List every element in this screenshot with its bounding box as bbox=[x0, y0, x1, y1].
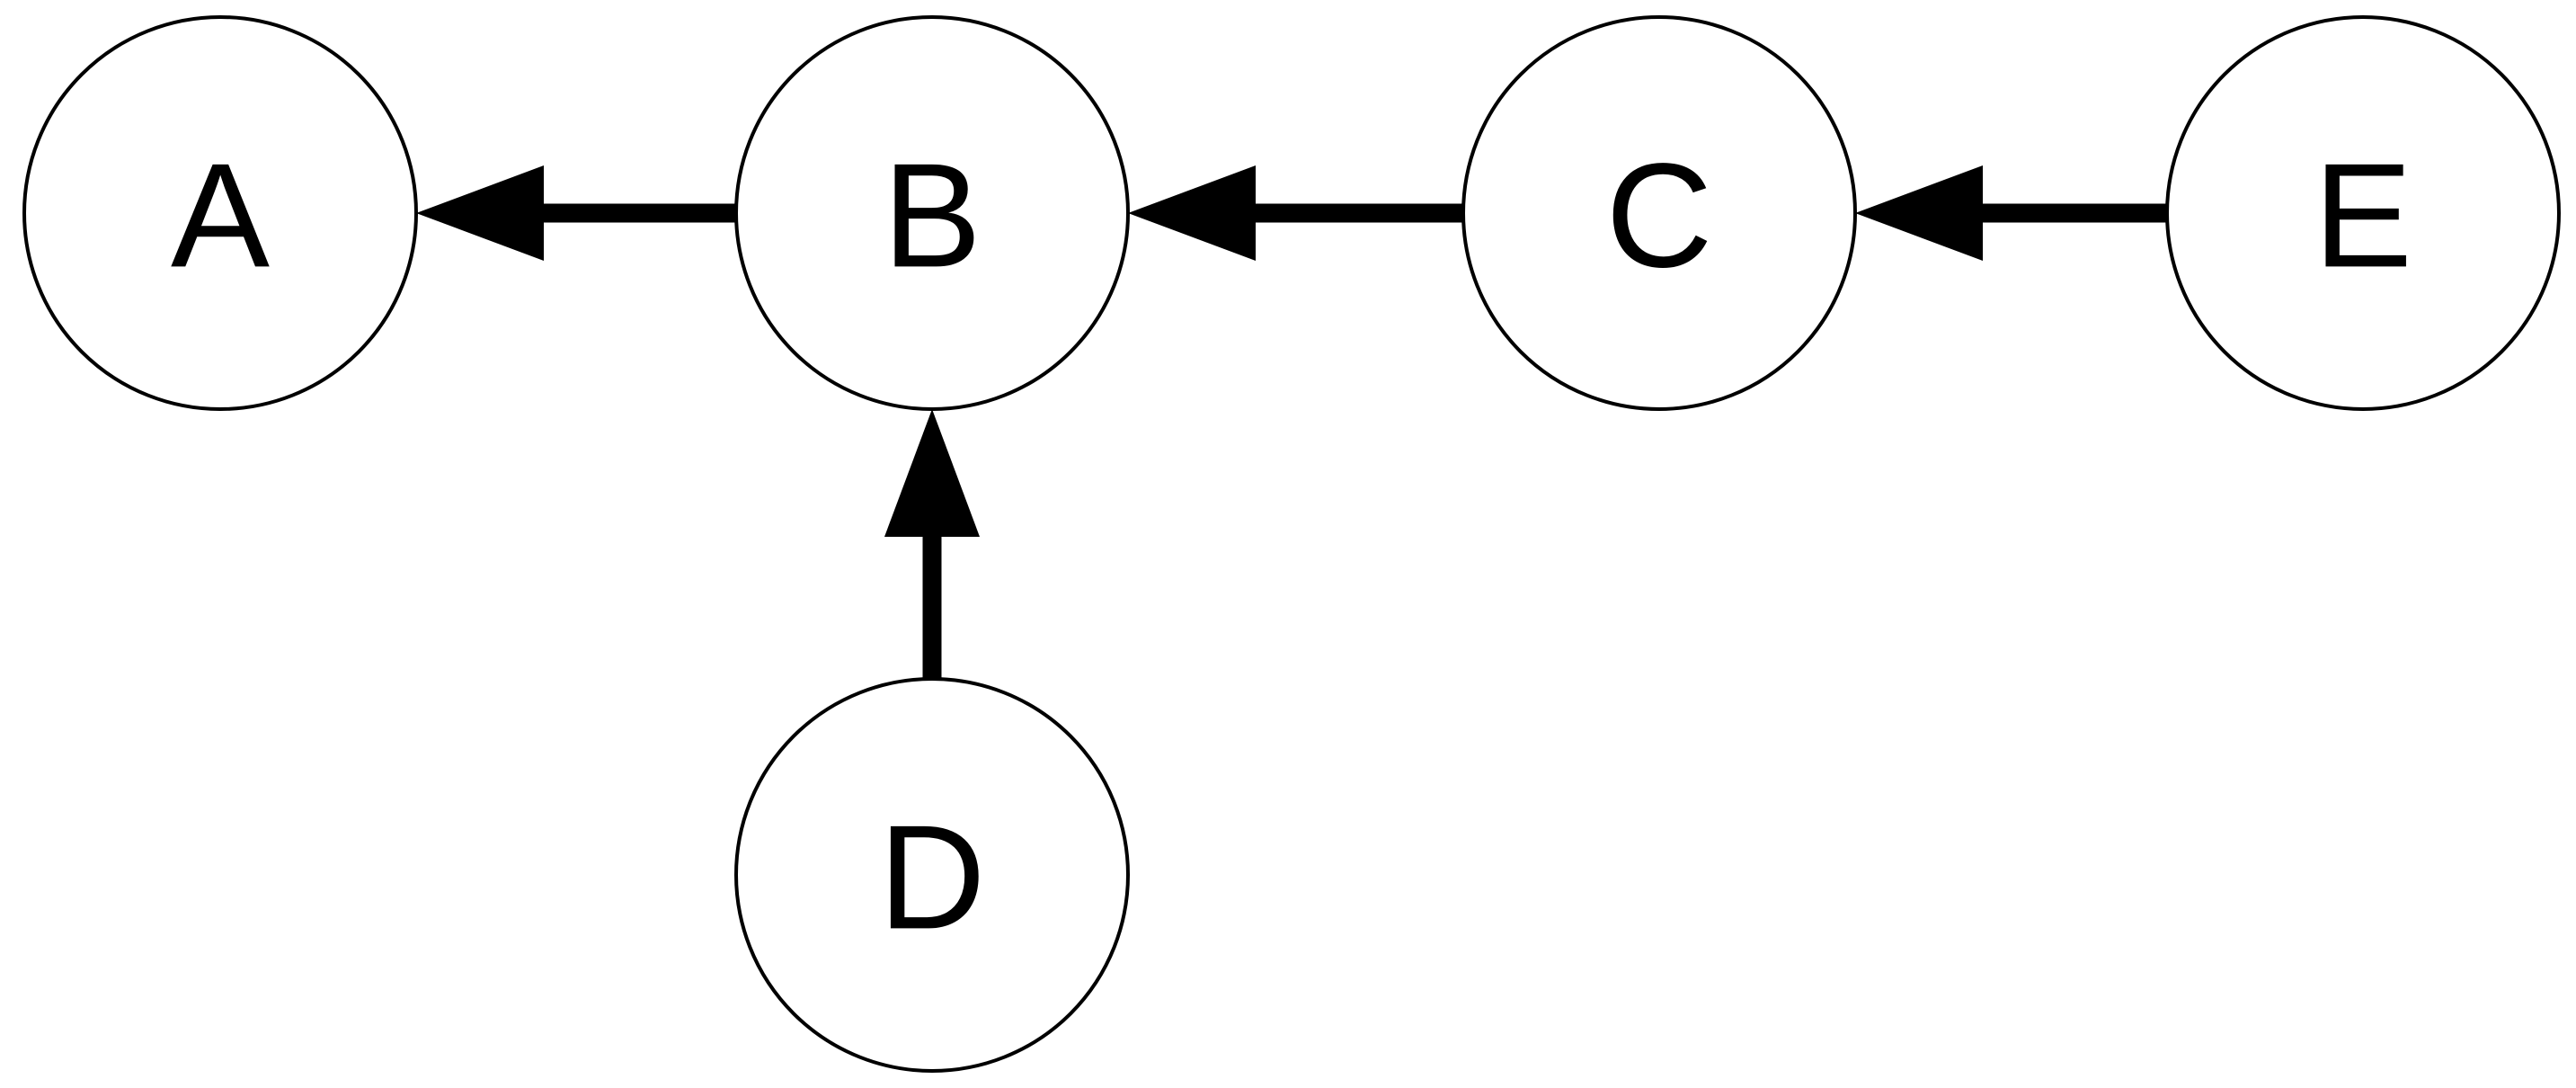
node-C-label: C bbox=[1605, 132, 1712, 298]
node-A-label: A bbox=[171, 132, 270, 298]
edge-C-to-B bbox=[1128, 165, 1463, 261]
arrowhead-D-to-B bbox=[884, 409, 980, 537]
node-D-circle bbox=[734, 677, 1130, 1073]
node-E-label: E bbox=[2314, 132, 2412, 298]
node-E: E bbox=[2165, 15, 2561, 411]
node-B: B bbox=[734, 15, 1130, 411]
arrowhead-C-to-B bbox=[1128, 165, 1256, 261]
node-C-circle bbox=[1461, 15, 1857, 411]
node-E-circle bbox=[2165, 15, 2561, 411]
node-D-label: D bbox=[878, 794, 985, 959]
arrowhead-B-to-A bbox=[416, 165, 544, 261]
node-A-circle bbox=[22, 15, 418, 411]
node-B-circle bbox=[734, 15, 1130, 411]
edge-D-to-B bbox=[884, 409, 980, 679]
node-C: C bbox=[1461, 15, 1857, 411]
node-D: D bbox=[734, 677, 1130, 1073]
edge-E-to-C bbox=[1855, 165, 2167, 261]
arrowhead-E-to-C bbox=[1855, 165, 1983, 261]
edge-B-to-A bbox=[416, 165, 736, 261]
node-A: A bbox=[22, 15, 418, 411]
node-B-label: B bbox=[883, 132, 982, 298]
